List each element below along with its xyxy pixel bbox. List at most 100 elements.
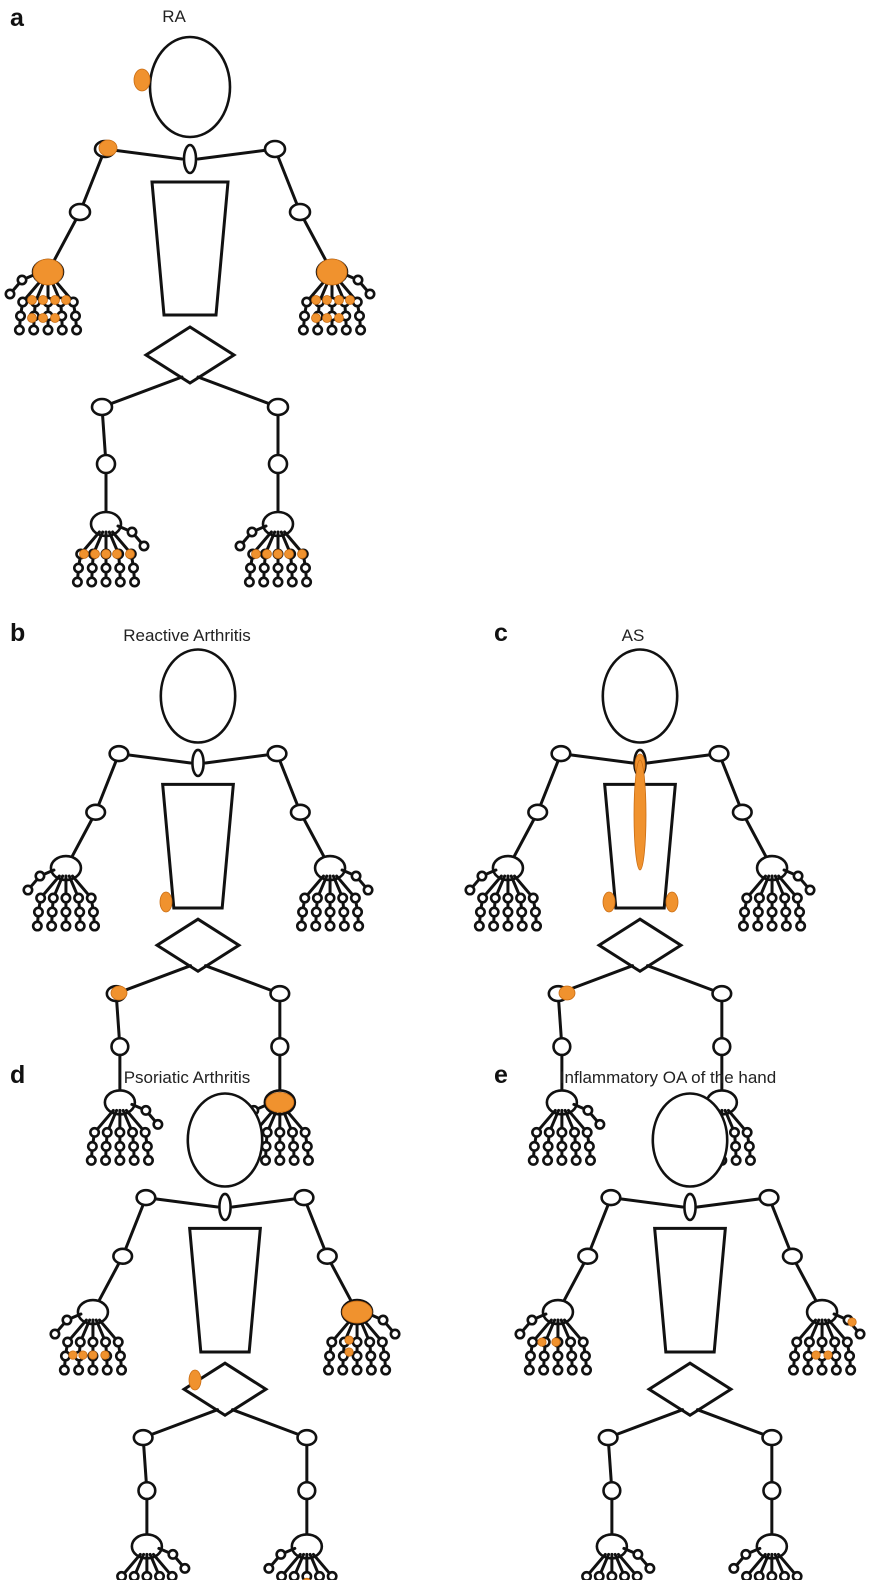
- right-hand-mcp-joint: [351, 1336, 363, 1348]
- left-hand-mcp-joint: [502, 892, 514, 904]
- left-foot-mcp-joint: [154, 1570, 166, 1580]
- left-hand-dip-joint: [502, 920, 514, 932]
- knee-inflamed: [558, 985, 576, 1001]
- hip-joint: [269, 984, 291, 1003]
- right-foot-mcp-joint: [778, 1570, 790, 1580]
- right-hand-mcp-joint: [326, 1336, 338, 1348]
- right-foot-mcp-joint: [313, 1570, 325, 1580]
- knee-joint: [552, 1036, 572, 1057]
- stick-figure-d: [49, 1092, 401, 1580]
- panel-c: c AS: [464, 619, 816, 1166]
- left-hand-pip-joint: [474, 906, 486, 918]
- left-foot-dip-joint: [100, 576, 112, 588]
- left-hand-dip-joint: [101, 1364, 113, 1376]
- right-hand-pip-joint: [752, 906, 764, 918]
- right-foot-pip-joint: [301, 1140, 313, 1152]
- hip-joint: [711, 984, 733, 1003]
- right-hand-pip-joint: [338, 906, 350, 918]
- right-foot-dip-joint: [260, 1154, 272, 1166]
- right-hand-thumb-tip-joint: [362, 884, 374, 896]
- left-foot-dip-joint: [129, 576, 141, 588]
- elbow-joint: [85, 803, 107, 821]
- right-hand-dip-joint: [816, 1364, 828, 1376]
- spine-inflamed: [633, 759, 647, 871]
- shoulder-joint: [135, 1188, 157, 1207]
- left-foot-thumb-tip-joint: [152, 1118, 164, 1130]
- right-foot-mcp-joint: [276, 1570, 288, 1580]
- pelvis: [646, 1361, 734, 1418]
- right-hand-inflamed-joint: [316, 258, 348, 286]
- stick-figure-c: [464, 648, 816, 1166]
- pelvic-bone: [606, 1408, 685, 1440]
- right-hand-mcp-joint: [803, 1336, 815, 1348]
- upper-arm: [94, 752, 121, 814]
- left-foot-dip-joint: [142, 1154, 154, 1166]
- right-hand-thumb-joint: [792, 870, 804, 882]
- clavicle: [103, 147, 184, 161]
- right-foot-pip-joint: [245, 562, 257, 574]
- elbow-joint: [288, 202, 312, 222]
- tmj-inflamed: [133, 68, 151, 92]
- left-foot-thumb-joint: [632, 1548, 644, 1560]
- right-foot-mcp-joint: [261, 1126, 273, 1138]
- left-hand-inflamed-joint: [50, 295, 60, 305]
- right-hand-thumb-joint: [352, 274, 364, 286]
- pelvic-bone: [230, 1408, 309, 1440]
- left-foot-pip-joint: [114, 562, 126, 574]
- right-foot-pip-joint: [286, 562, 298, 574]
- right-hand-inflamed-joint: [345, 295, 355, 305]
- right-hand-dip-joint: [845, 1364, 857, 1376]
- stick-figure-e: [514, 1092, 866, 1580]
- panel-d: d Psoriatic Arthritis: [10, 1061, 401, 1580]
- left-foot-dip-joint: [85, 1154, 97, 1166]
- left-hand-dip-joint: [58, 1364, 70, 1376]
- shoulder-joint: [600, 1188, 622, 1207]
- right-hand-inflamed-joint: [847, 1317, 857, 1327]
- right-foot-thumb-tip-joint: [263, 1562, 275, 1574]
- left-hand-inflamed-joint: [32, 258, 64, 286]
- upper-arm: [78, 147, 107, 214]
- left-hand-thumb-tip-joint: [464, 884, 476, 896]
- left-hand-inflamed-joint: [50, 313, 60, 323]
- right-hand-mcp-joint: [741, 892, 753, 904]
- right-hand-pip-joint: [351, 1350, 363, 1362]
- left-hand-dip-joint: [28, 324, 40, 336]
- left-foot-mcp-joint: [101, 1126, 113, 1138]
- left-foot-thumb-joint: [167, 1548, 179, 1560]
- shoulder-joint: [108, 744, 130, 763]
- elbow-joint: [577, 1247, 599, 1265]
- left-hand-inflamed-joint: [68, 1350, 78, 1360]
- clavicle: [203, 752, 279, 765]
- right-hand-dip-joint: [322, 1364, 334, 1376]
- right-hand-inflamed-joint: [334, 295, 344, 305]
- left-hand-mcp-joint: [489, 892, 501, 904]
- right-hand-mcp-joint: [337, 892, 349, 904]
- right-hand-pip-joint: [310, 906, 322, 918]
- left-foot-pip-joint: [86, 562, 98, 574]
- left-foot-mcp-joint: [569, 1126, 581, 1138]
- right-hand-dip-joint: [802, 1364, 814, 1376]
- right-hand-dip-joint: [326, 324, 338, 336]
- left-foot-dip-joint: [584, 1154, 596, 1166]
- pelvis: [143, 325, 237, 385]
- left-hand-dip-joint: [42, 324, 54, 336]
- pelvis: [154, 917, 242, 974]
- right-foot-pip-joint: [288, 1140, 300, 1152]
- right-foot-dip-joint: [302, 1154, 314, 1166]
- right-hand-dip-joint: [365, 1364, 377, 1376]
- panel-letter-e: e: [494, 1061, 508, 1089]
- right-foot-mcp-joint: [274, 1126, 286, 1138]
- left-hand-mcp-joint: [73, 892, 85, 904]
- left-foot-mcp-joint: [631, 1570, 643, 1580]
- left-foot-thumb-tip-joint: [179, 1562, 191, 1574]
- right-foot-inflamed-joint: [251, 549, 261, 559]
- right-hand-dip-joint: [787, 1364, 799, 1376]
- left-hand-mcp-joint: [74, 1336, 86, 1348]
- pelvis: [596, 917, 684, 974]
- right-foot-dip-joint: [744, 1154, 756, 1166]
- left-hand-thumb-joint: [476, 870, 488, 882]
- left-foot-pip-joint: [128, 562, 140, 574]
- left-hand-pip-joint: [516, 906, 528, 918]
- elbow-joint: [781, 1247, 803, 1265]
- clavicle: [230, 1196, 306, 1209]
